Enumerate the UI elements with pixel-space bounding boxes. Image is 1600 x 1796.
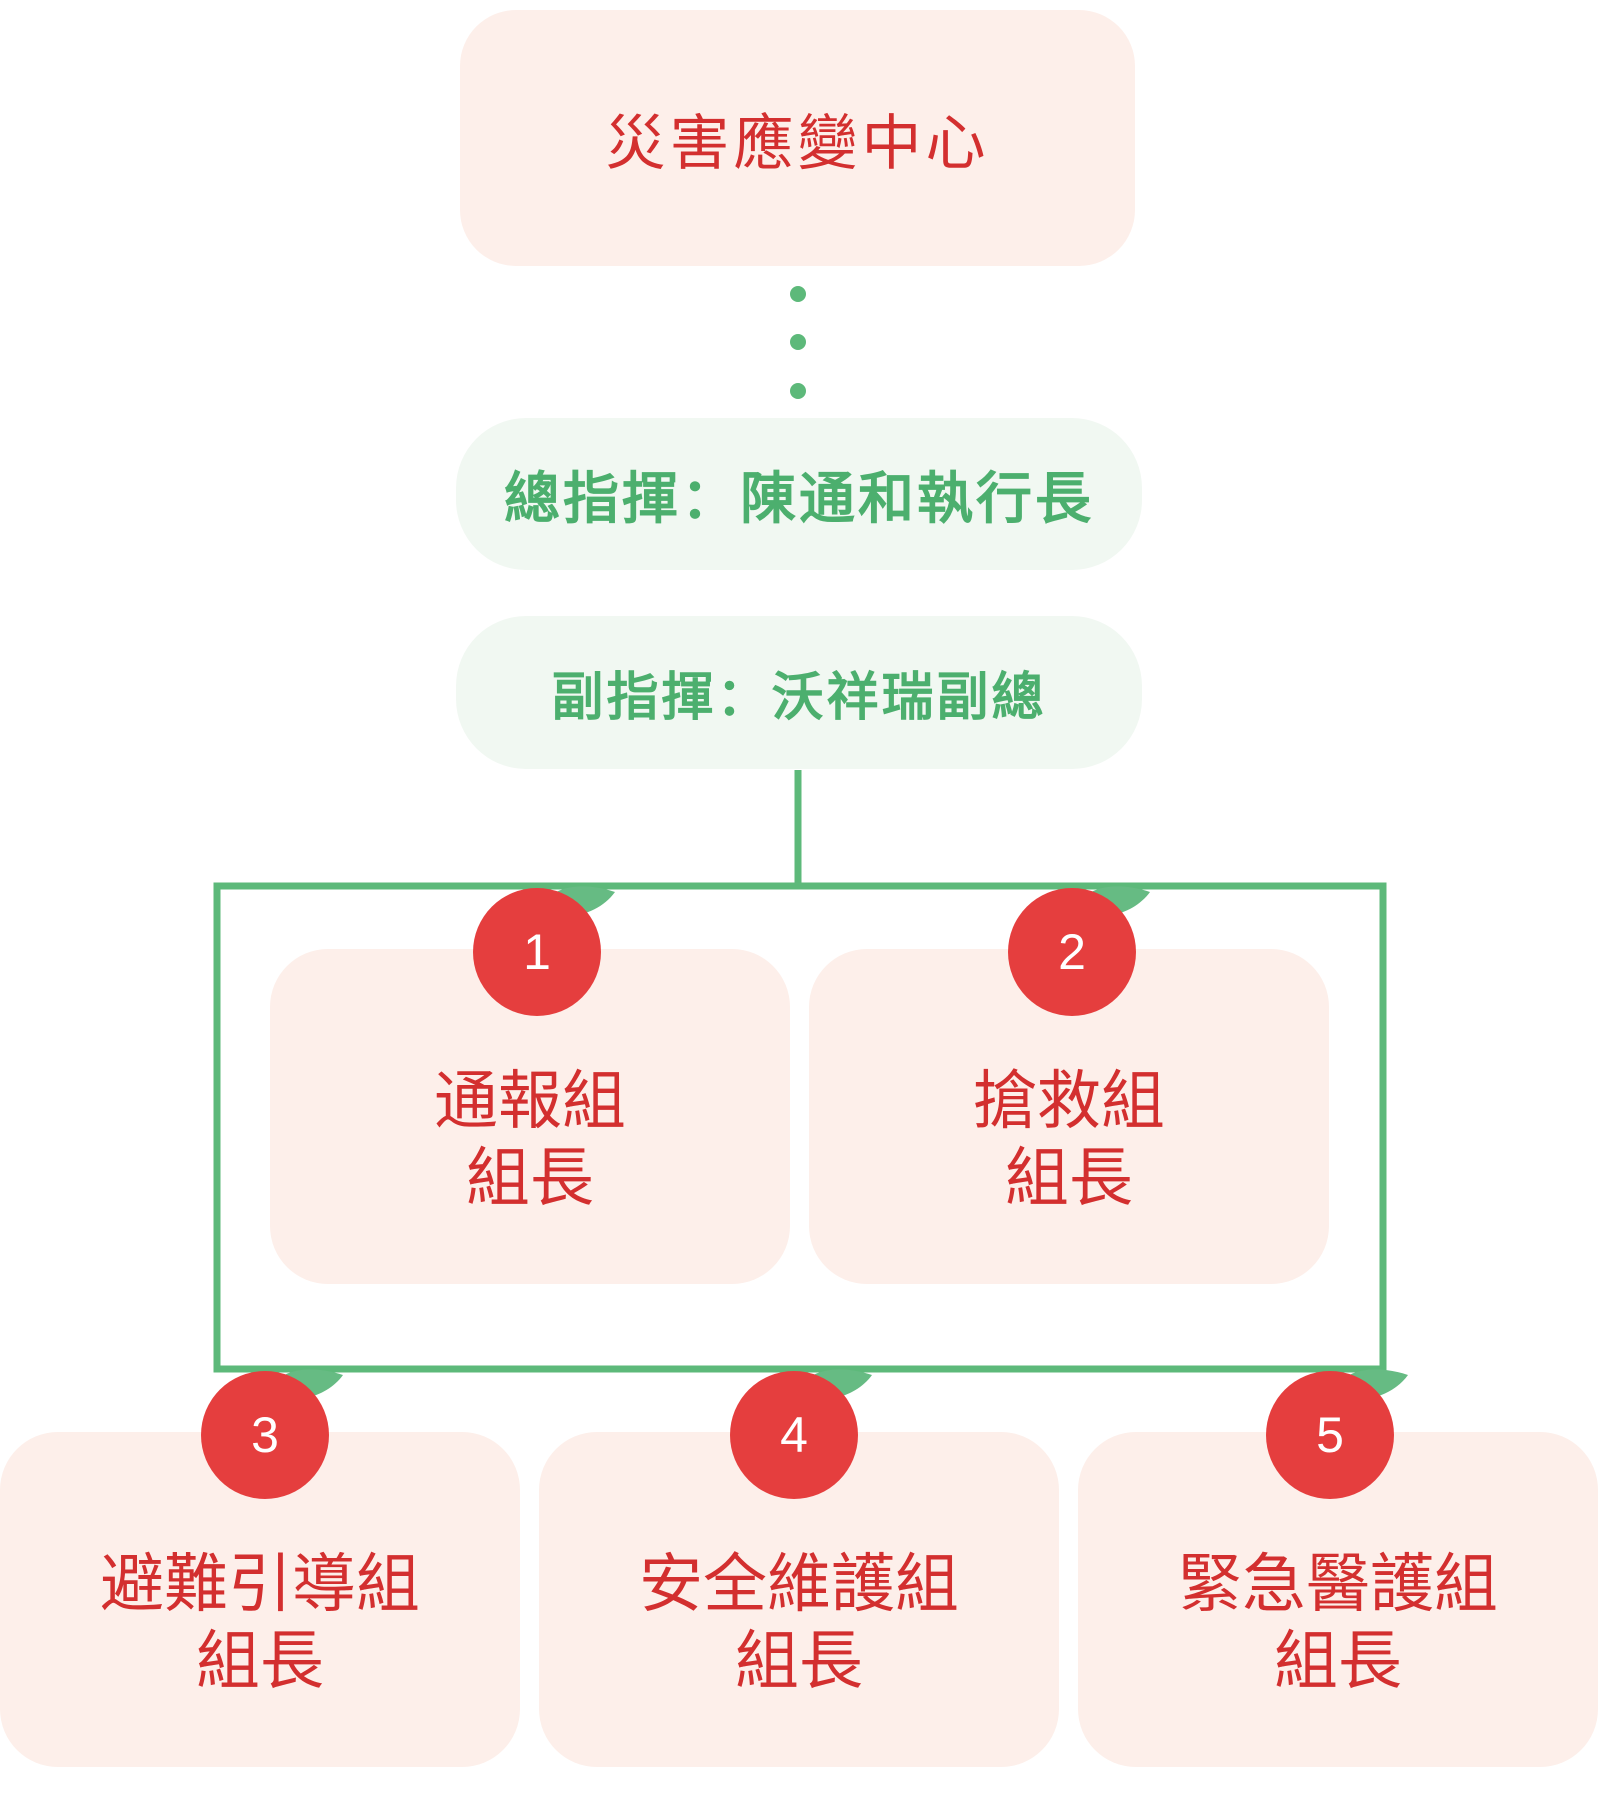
- group-role: 組長: [1274, 1624, 1402, 1699]
- group-name: 緊急醫護組: [1178, 1547, 1498, 1622]
- apple-icon: 4: [730, 1369, 872, 1499]
- group-number: 3: [251, 1407, 279, 1463]
- apple-icon: 1: [473, 886, 615, 1016]
- connector-dot: [790, 383, 806, 399]
- group-number: 2: [1058, 924, 1086, 980]
- group-role: 組長: [1005, 1141, 1133, 1216]
- group-name: 安全維護組: [639, 1547, 959, 1622]
- group-number: 5: [1316, 1407, 1344, 1463]
- center-title-box: 災害應變中心: [460, 10, 1135, 266]
- center-title: 災害應變中心: [605, 108, 990, 179]
- apple-body: [730, 1371, 858, 1499]
- apple-body: [1008, 888, 1136, 1016]
- branch-frame-line: [213, 882, 1387, 1373]
- connector-dot: [790, 286, 806, 302]
- dotted-connector: [790, 286, 806, 399]
- commander-label: 總指揮：陳通和執行長: [504, 466, 1094, 532]
- apple-body: [1266, 1371, 1394, 1499]
- apple-icon: 5: [1266, 1369, 1408, 1499]
- group-name: 避難引導組: [100, 1547, 420, 1622]
- commander-box: 總指揮：陳通和執行長: [456, 418, 1142, 570]
- apple-icon: 3: [201, 1369, 343, 1499]
- group-name: 通報組: [434, 1064, 626, 1139]
- group-role: 組長: [735, 1624, 863, 1699]
- apple-body: [473, 888, 601, 1016]
- group-number: 1: [523, 924, 551, 980]
- group-number: 4: [780, 1407, 808, 1463]
- group-role: 組長: [466, 1141, 594, 1216]
- apple-icon: 2: [1008, 886, 1150, 1016]
- vice-commander-label: 副指揮：沃祥瑞副總: [551, 668, 1047, 728]
- group-name: 搶救組: [973, 1064, 1165, 1139]
- group-role: 組長: [196, 1624, 324, 1699]
- connector-dot: [790, 334, 806, 350]
- vice-commander-box: 副指揮：沃祥瑞副總: [456, 616, 1142, 769]
- tree-lines: [213, 770, 1387, 1373]
- apple-body: [201, 1371, 329, 1499]
